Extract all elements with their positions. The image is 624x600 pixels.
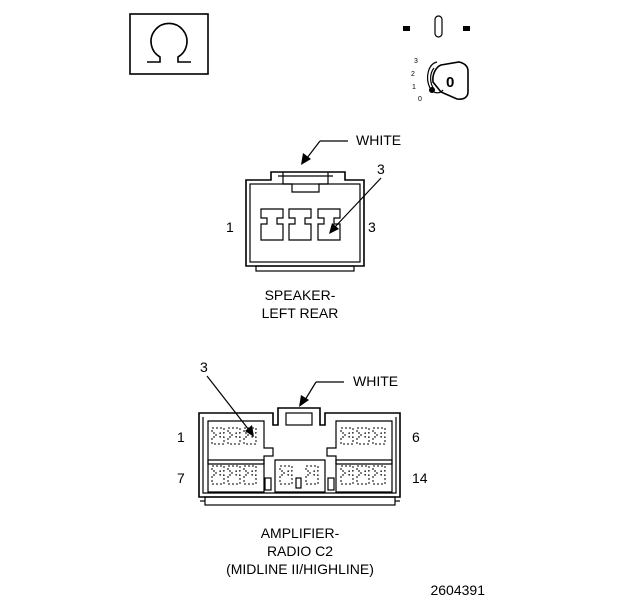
amplifier-title-line2: RADIO C2: [267, 543, 333, 559]
speaker-callout-3: 3: [377, 161, 385, 177]
ignition-pos-2: 2: [411, 71, 415, 78]
ignition-key-label: 0: [446, 74, 454, 91]
amplifier-title-line3: (MIDLINE II/HIGHLINE): [226, 561, 374, 577]
ohm-symbol-icon: [129, 13, 209, 75]
figure-number: 2604391: [430, 582, 485, 598]
amplifier-callout-3: 3: [200, 359, 208, 375]
amplifier-pin-6: 6: [412, 429, 420, 445]
speaker-title-line1: SPEAKER-: [265, 287, 336, 303]
amplifier-color-label: WHITE: [353, 373, 398, 389]
speaker-color-label: WHITE: [356, 132, 401, 148]
speaker-connector: WHITE 3 1 3 SPEAKER- LEFT REAR: [226, 132, 401, 321]
ignition-pos-3: 3: [414, 58, 418, 65]
ignition-pos-1: 1: [412, 84, 416, 91]
amplifier-connector: WHITE: [177, 359, 428, 577]
speaker-pin-3: 3: [368, 219, 376, 235]
amplifier-pin-7: 7: [177, 470, 185, 486]
amplifier-pin-1: 1: [177, 429, 185, 445]
speaker-pin-1: 1: [226, 219, 234, 235]
amplifier-title-line1: AMPLIFIER-: [261, 525, 340, 541]
ignition-pos-0: 0: [418, 96, 422, 103]
amplifier-pin-14: 14: [412, 470, 428, 486]
speaker-title-line2: LEFT REAR: [262, 305, 339, 321]
ignition-key-icon: 3 2 1 0 0: [403, 15, 470, 103]
